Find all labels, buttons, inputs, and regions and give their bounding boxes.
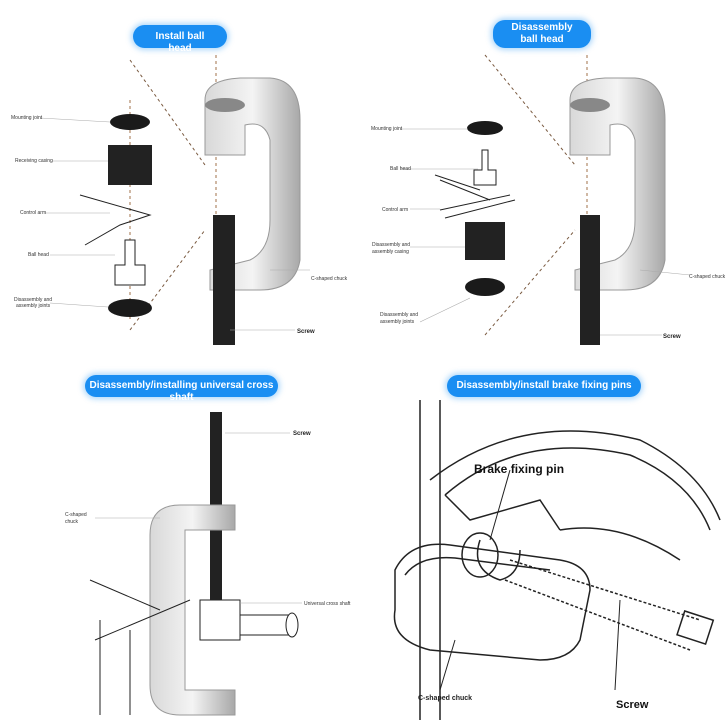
label-screw: Screw — [663, 334, 681, 340]
c-clamp — [569, 77, 666, 345]
panel-brake-fixing-pins — [393, 400, 721, 720]
ball-head — [114, 239, 146, 286]
label-ball-head: Ball head — [390, 166, 411, 172]
label-c-shaped-chuck-2: chuck — [65, 519, 79, 525]
control-arm — [434, 174, 516, 219]
label-control-arm: Control arm — [382, 207, 408, 213]
label-brake-fixing-pin: Brake fixing pin — [474, 462, 564, 476]
label-assembly-joints: Disassembly and — [380, 312, 418, 318]
label-control-arm: Control arm — [20, 210, 46, 216]
assembly-casing — [465, 222, 505, 260]
label-universal-cross-shaft: Universal cross shaft — [304, 601, 351, 607]
label-disassembly-joints: Disassembly and — [14, 297, 52, 303]
label-c-shaped-chuck: C-shaped chuck — [689, 274, 726, 280]
title-disassembly-ball-head: Disassembly ball head — [493, 20, 591, 48]
assembly-joint — [108, 299, 152, 317]
universal-cross-shaft — [199, 599, 296, 641]
label-ball-head: Ball head — [28, 252, 49, 258]
label-c-shaped-chuck: C-shaped chuck — [311, 276, 348, 282]
panel-install-ball-head: Mounting joint Receiving casing Control … — [11, 55, 348, 345]
label-disassembly-joints-2: assembly joints — [16, 303, 51, 309]
c-clamp — [204, 77, 301, 345]
label-receiving-casing: Receiving casing — [15, 158, 53, 164]
panel-disassembly-ball-head: Mounting joint Ball head Control arm Dis… — [371, 54, 726, 345]
title-brake-fixing-pins: Disassembly/install brake fixing pins — [447, 375, 641, 397]
label-screw: Screw — [297, 329, 315, 335]
title-install-ball-head: Install ball head — [133, 25, 227, 54]
receiving-casing — [108, 145, 152, 185]
title-line: Disassembly — [511, 22, 573, 33]
mounting-joint — [467, 121, 503, 135]
title-universal-cross-shaft: Disassembly/installing universal cross s… — [85, 375, 278, 403]
label-c-shaped-chuck: C-shaped — [65, 512, 87, 518]
label-assembly-casing-2: assembly casing — [372, 249, 409, 255]
label-c-shaped-chuck: C-shaped chuck — [418, 695, 472, 702]
mounting-joint — [110, 114, 150, 130]
label-screw: Screw — [293, 431, 311, 437]
title-line: ball head — [520, 34, 564, 45]
control-arm — [79, 194, 152, 246]
ball-head — [473, 149, 497, 186]
label-screw: Screw — [616, 699, 649, 711]
label-assembly-joints-2: assembly joints — [380, 319, 415, 325]
c-clamp — [149, 504, 236, 716]
assembly-joint — [465, 278, 505, 296]
label-assembly-casing: Disassembly and — [372, 242, 410, 248]
panel-universal-cross-shaft: Screw C-shaped chuck Universal cross sha… — [65, 412, 351, 716]
label-mounting-joint: Mounting joint — [11, 115, 43, 121]
label-mounting-joint: Mounting joint — [371, 126, 403, 132]
